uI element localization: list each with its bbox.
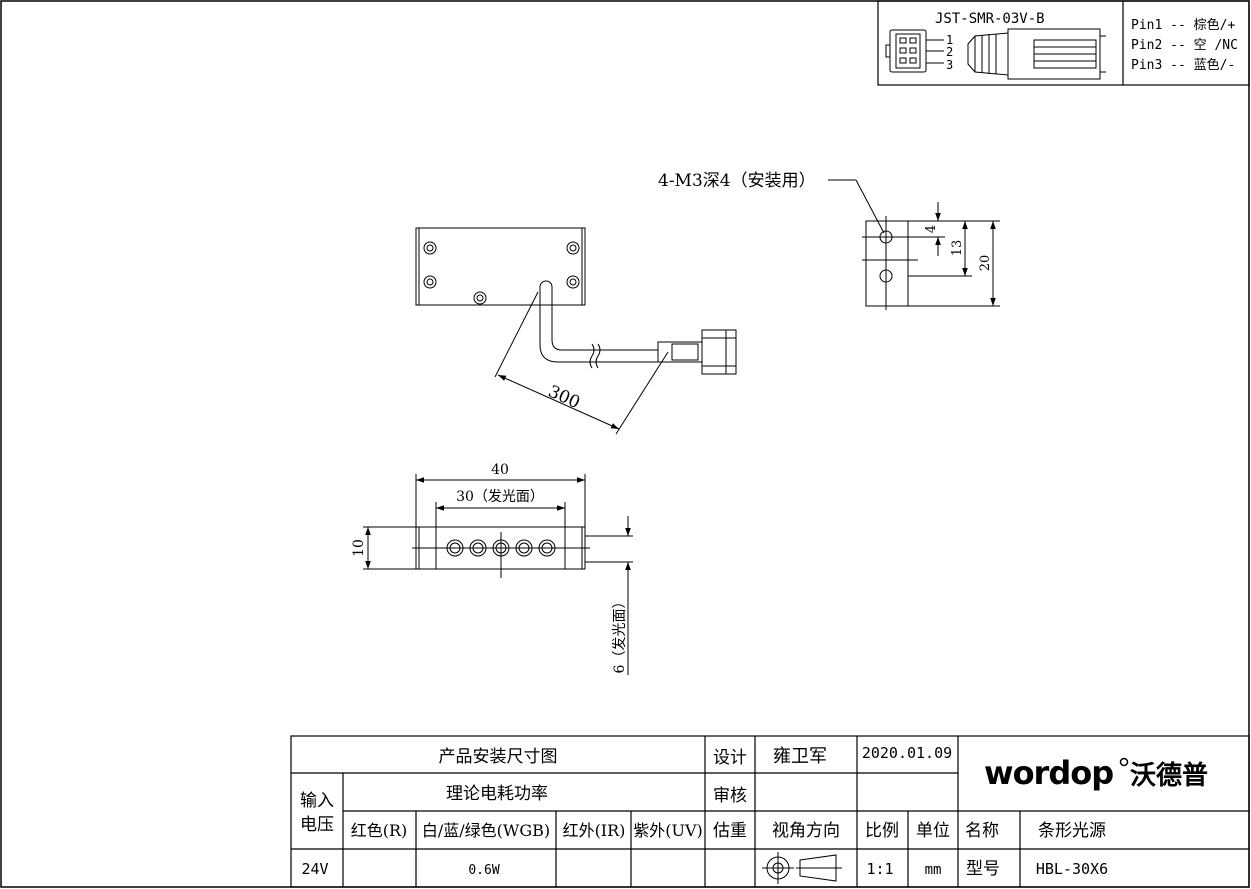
model-value: HBL-30X6 <box>1036 860 1108 878</box>
pin3-desc: Pin3 -- 蓝色/- <box>1131 57 1235 73</box>
model-label: 型号 <box>966 859 1000 879</box>
design-label: 设计 <box>713 748 747 768</box>
svg-text:wordop: wordop <box>984 754 1113 792</box>
mount-hole <box>423 241 437 255</box>
mount-hole <box>566 241 580 255</box>
led <box>446 539 464 557</box>
pin2-desc: Pin2 -- 空 /NC <box>1131 38 1238 53</box>
side-view <box>828 179 1000 310</box>
color-header-red: 红色(R) <box>351 821 408 840</box>
name-value: 条形光源 <box>1038 821 1106 841</box>
led <box>469 539 487 557</box>
power-label: 理论电耗功率 <box>446 784 548 804</box>
mount-hole <box>473 291 487 305</box>
weight-label: 估重 <box>713 821 747 841</box>
review-label: 审核 <box>713 786 747 806</box>
scale-label: 比例 <box>865 821 899 841</box>
projection-symbol-icon <box>762 852 842 884</box>
pin1-desc: Pin1 -- 棕色/+ <box>1131 17 1235 33</box>
designer-name: 雍卫军 <box>773 746 827 767</box>
color-header-uv: 紫外(UV) <box>633 821 703 840</box>
svg-text:沃德普: 沃德普 <box>1130 760 1208 791</box>
hole-spacing-dim: 13 <box>950 240 965 257</box>
cable-length-dim: 300 <box>545 382 583 413</box>
drawing-date: 2020.01.09 <box>862 744 952 762</box>
connector-info-box: JST-SMR-03V-B 1 2 3 <box>877 0 1250 86</box>
drawing-title: 产品安装尺寸图 <box>439 747 558 767</box>
front-height-dim: 10 <box>351 539 367 557</box>
pin-number-3: 3 <box>946 58 953 72</box>
name-label: 名称 <box>965 821 999 841</box>
input-voltage-label: 输入 电压 <box>300 791 339 835</box>
mount-hole-note: 4-M3深4（安装用） <box>658 171 816 191</box>
height-dim: 20 <box>978 255 993 272</box>
title-block <box>290 735 1250 888</box>
width-dim: 40 <box>491 462 509 478</box>
emit-depth-dim: 6（发光面） <box>612 595 628 674</box>
pin-number-1: 1 <box>946 33 953 47</box>
scale-value: 1:1 <box>866 860 893 878</box>
pin-number-2: 2 <box>946 45 953 59</box>
led <box>538 539 556 557</box>
connector-side-icon <box>967 28 1106 80</box>
company-logo: wordop 沃德普 <box>984 754 1208 792</box>
voltage-value: 24V <box>301 860 328 878</box>
led <box>515 539 533 557</box>
emit-width-dim: 30（发光面） <box>456 489 544 505</box>
power-value: 0.6W <box>468 863 499 878</box>
top-view <box>415 227 737 435</box>
view-direction-label: 视角方向 <box>772 821 840 841</box>
color-header-wgb: 白/蓝/绿色(WGB) <box>422 821 550 840</box>
mount-hole <box>423 275 437 289</box>
mount-hole <box>566 275 580 289</box>
front-view <box>363 474 633 675</box>
unit-label: 单位 <box>916 821 950 841</box>
hole-depth-dim: 4 <box>924 225 939 233</box>
connector-model: JST-SMR-03V-B <box>935 11 1045 27</box>
color-header-ir: 红外(IR) <box>563 821 626 840</box>
unit-value: mm <box>925 862 942 878</box>
connector-front-icon <box>885 29 944 73</box>
